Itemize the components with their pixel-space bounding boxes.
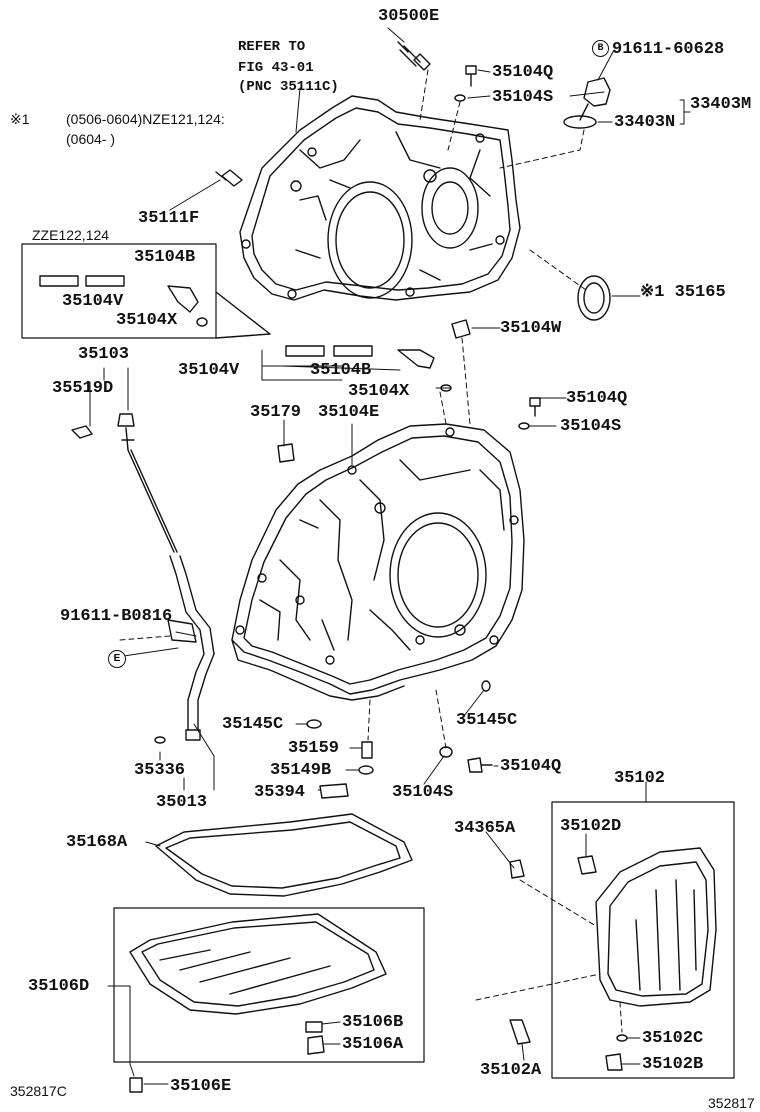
part-35013: 35013	[156, 793, 208, 812]
mark-b-icon: B	[592, 40, 609, 57]
part-35104W: 35104W	[500, 319, 562, 338]
oil-pan-drawing	[113, 907, 425, 1063]
part-35106D: 35106D	[28, 977, 90, 996]
part-35104B-inset: 35104B	[134, 248, 196, 267]
part-35106B: 35106B	[342, 1013, 404, 1032]
part-35336: 35336	[134, 761, 186, 780]
part-33403N: 33403N	[614, 113, 676, 132]
part-35145C-right: 35145C	[456, 711, 518, 730]
variant-note-line2: (0604- )	[66, 131, 116, 147]
part-35104B: 35104B	[310, 361, 372, 380]
part-35145C-left: 35145C	[222, 715, 284, 734]
part-35104V: 35104V	[178, 361, 240, 380]
part-35168A: 35168A	[66, 833, 128, 852]
part-33403M: 33403M	[690, 95, 752, 114]
part-35104Q-mid: 35104Q	[566, 389, 628, 408]
part-35104S-bottom: 35104S	[392, 783, 454, 802]
part-35394: 35394	[254, 783, 306, 802]
variant-note-line1: (0506-0604)NZE121,124:	[66, 111, 225, 127]
part-35165: ※1 35165	[640, 283, 726, 302]
part-35102B: 35102B	[642, 1055, 704, 1074]
illustration-code-right: 352817	[708, 1095, 755, 1111]
part-30500E: 30500E	[378, 7, 440, 26]
part-35104Q-top: 35104Q	[492, 63, 554, 82]
part-35159: 35159	[288, 739, 340, 758]
zze-inset-drawing	[21, 243, 271, 339]
part-91611-B0816: 91611-B0816	[60, 607, 173, 626]
part-35106A: 35106A	[342, 1035, 404, 1054]
illustration-code-left: 352817C	[10, 1083, 67, 1099]
part-34365A: 34365A	[454, 819, 516, 838]
small-parts-drawing	[129, 41, 628, 1093]
part-35103: 35103	[78, 345, 130, 364]
converter-housing-drawing	[239, 95, 521, 301]
part-35104S-mid: 35104S	[560, 417, 622, 436]
gasket-drawing	[155, 813, 413, 897]
refer-note-line3: (PNC 35111C)	[238, 79, 339, 95]
mark-e-icon: E	[108, 650, 126, 668]
transaxle-case-drawing	[231, 423, 525, 701]
side-cover-drawing	[551, 801, 735, 1079]
refer-note-line2: FIG 43-01	[238, 60, 314, 76]
part-35519D: 35519D	[52, 379, 114, 398]
dipstick-drawing	[71, 413, 215, 741]
refer-note-line1: REFER TO	[238, 39, 306, 55]
part-35102: 35102	[614, 769, 666, 788]
part-91611-60628-text: 91611-60628	[612, 39, 725, 59]
part-35106E: 35106E	[170, 1077, 232, 1096]
part-35149B: 35149B	[270, 761, 332, 780]
part-35104Q-bottom: 35104Q	[500, 757, 562, 776]
part-35104X-inset: 35104X	[116, 311, 178, 330]
part-35102A: 35102A	[480, 1061, 542, 1080]
inset-title: ZZE122,124	[32, 227, 110, 243]
variant-note-mark: ※1	[10, 111, 30, 127]
part-35111F: 35111F	[138, 209, 200, 228]
part-35104S-top: 35104S	[492, 88, 554, 107]
part-35104E: 35104E	[318, 403, 380, 422]
phantom-lines	[119, 69, 623, 1033]
part-35179: 35179	[250, 403, 302, 422]
part-35104V-inset: 35104V	[62, 292, 124, 311]
leader-lines	[89, 27, 691, 1085]
part-35102C: 35102C	[642, 1029, 704, 1048]
part-35102D: 35102D	[560, 817, 622, 836]
part-35104X: 35104X	[348, 382, 410, 401]
